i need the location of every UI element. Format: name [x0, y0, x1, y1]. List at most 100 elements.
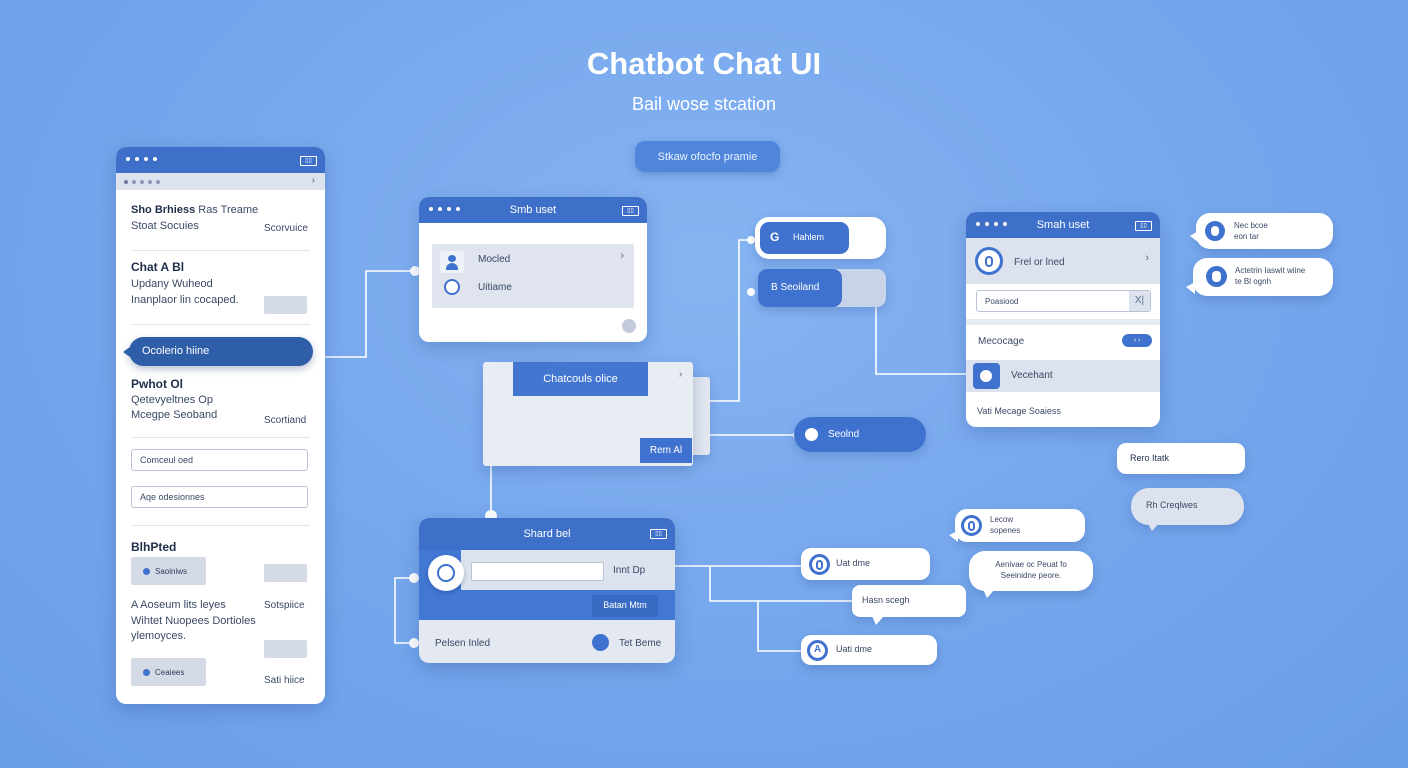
center-mid-button[interactable]: Rem Al [640, 438, 692, 463]
row1-sub: Stoat Socuies [131, 220, 199, 232]
section4-line1-right: Sotspiice [264, 600, 305, 611]
center-top-item2[interactable]: Uitiame [478, 282, 512, 293]
page-subtitle: Bail wose stcation [631, 94, 777, 114]
left-panel-titlebar: ▯▯ [116, 147, 325, 173]
window-control-icon[interactable]: ▯▯ [650, 529, 667, 539]
chevron-right-icon[interactable]: › [311, 175, 315, 186]
user-icon [975, 247, 1003, 275]
left-field-1[interactable]: Comceul oed [131, 449, 308, 471]
center-mid-card: Chatcouls olice › Rem Al [483, 362, 693, 466]
circle-icon [444, 279, 460, 295]
bottom-bubble-3[interactable]: A Uati dme [801, 635, 937, 665]
right-row-4-icon [973, 363, 1000, 389]
circle-icon [143, 567, 150, 575]
bottom-bubble-4-line1: Lecow [990, 515, 1014, 524]
center-top-window: Smb uset ▯▯ Mocled › Uitiame [419, 197, 647, 342]
right-input[interactable]: Poasiood [976, 290, 1151, 312]
center-bottom-title: Shard bel [523, 528, 571, 540]
circle-icon [143, 668, 150, 676]
center-mid-bar[interactable]: Chatcouls olice [513, 362, 648, 396]
section4-button-2-label: Ceaiees [155, 667, 185, 677]
right-window-titlebar: Smah uset ▯▯ [966, 212, 1160, 238]
section2-button[interactable] [264, 296, 307, 314]
center-top-titlebar: Smb uset ▯▯ [419, 197, 647, 223]
right-bubble-2-line1: Actetrin Iaswit wiine [1235, 266, 1306, 275]
section4-line2: Wihtet Nuopees Dortioles [131, 615, 256, 627]
bottom-bubble-5-line1: Aenivae oc Peuat fo [995, 560, 1067, 569]
user-icon [1205, 221, 1225, 241]
center-bottom-window: Shard bel ▯▯ Innt Dp Batan Mtm Pelsen In… [419, 518, 675, 663]
section4-button-2[interactable]: Ceaiees [131, 658, 206, 686]
user-icon [961, 515, 982, 536]
status-dot-icon [592, 634, 609, 651]
message-input[interactable] [471, 562, 604, 581]
mid-bubble-2-inner: B Seoiland [758, 269, 842, 307]
section4-side-button-2[interactable] [264, 640, 307, 658]
left-callout[interactable]: Ocolerio hiine [123, 337, 313, 366]
chevron-right-icon[interactable]: › [679, 369, 683, 380]
right-toggle[interactable]: › › [1122, 334, 1152, 347]
left-panel: ▯▯ › Sho Brhiess Ras Treame Stoat Socuie… [116, 147, 325, 704]
left-panel-toolbar: › [116, 173, 325, 190]
right-row-4[interactable]: Vecehant [966, 360, 1160, 392]
radio-icon[interactable] [428, 555, 464, 591]
window-control-icon[interactable]: ▯▯ [300, 156, 317, 166]
right-input-value: Poasiood [985, 296, 1019, 306]
right-bubble-1[interactable]: Nec bcoe eon tar [1190, 213, 1333, 249]
right-bubble-3-label: Rero Itatk [1130, 453, 1170, 463]
right-bubble-2[interactable]: Actetrin Iaswit wiine te Bl ognh [1186, 258, 1333, 296]
mid-bubble-1-label: Hahlem [793, 232, 825, 242]
section3-right: Scortiand [264, 415, 307, 426]
mid-bubble-1[interactable]: G Hahlem [755, 217, 886, 259]
right-row-5-label: Vati Mecage Soaiess [977, 406, 1061, 416]
center-bottom-titlebar: Shard bel ▯▯ [419, 518, 675, 550]
user-icon [809, 554, 830, 575]
left-field-2[interactable]: Aqe odesionnes [131, 486, 308, 508]
window-control-icon[interactable]: ▯▯ [622, 206, 639, 216]
window-control-icon[interactable]: ▯▯ [1135, 221, 1152, 231]
message-input-label: Innt Dp [613, 565, 646, 576]
section4-side-button[interactable] [264, 564, 307, 582]
window-dots [126, 157, 157, 161]
footer-right: Sati hiice [264, 675, 305, 686]
right-window-title: Smah uset [1036, 219, 1090, 231]
bottom-bubble-5[interactable]: Aenivae oc Peuat fo Seeinidne peore. [969, 551, 1093, 598]
send-icon[interactable] [622, 319, 636, 333]
mid-bubble-3[interactable]: Seolnd [794, 417, 926, 452]
bottom-bubble-1[interactable]: Uat dme [801, 548, 930, 580]
right-window: Smah uset ▯▯ Frel or lned › Poasiood X| … [966, 212, 1160, 427]
right-bubble-4[interactable]: Rh Creqlwes [1131, 488, 1244, 531]
bottom-bubble-4-line2: sopenes [990, 526, 1021, 535]
center-bottom-footer-left: Pelsen Inled [435, 638, 491, 649]
right-bubble-3[interactable]: Rero Itatk [1117, 443, 1245, 474]
chevron-right-icon[interactable]: › [620, 250, 624, 262]
right-bubble-4-label: Rh Creqlwes [1146, 500, 1198, 510]
section3-line1: Qetevyeltnes Op [131, 394, 213, 406]
section2-title: Chat A Bl [131, 260, 185, 274]
section3-title: Pwhot Ol [131, 377, 183, 391]
row1-right: Scorvuice [264, 223, 308, 234]
user-icon [440, 251, 464, 273]
mid-bubble-2[interactable]: B Seoiland [758, 269, 886, 307]
center-bottom-compose: Innt Dp Batan Mtm [419, 550, 675, 620]
user-icon [807, 640, 828, 661]
center-top-item1[interactable]: Mocled [478, 254, 511, 265]
header-pill-button[interactable]: Stkaw ofocfo pramie [635, 141, 780, 172]
clear-icon[interactable]: X| [1129, 291, 1150, 311]
right-bubble-1-line2: eon tar [1234, 232, 1259, 241]
chevron-right-icon[interactable]: › [1145, 252, 1149, 264]
right-row-1-label: Frel or lned [1014, 257, 1065, 268]
right-row-1[interactable]: Frel or lned › [966, 238, 1160, 284]
section4-button-1-label: Saoiniws [155, 566, 188, 576]
right-row-3-label: Mecocage [978, 336, 1025, 347]
bottom-bubble-2[interactable]: Hasn scegh [852, 585, 966, 625]
bottom-bubble-4[interactable]: Lecow sopenes [949, 509, 1085, 542]
section4-line3: ylemoyces. [131, 630, 187, 642]
section3-line2: Mcegpe Seoband [131, 409, 218, 421]
refresh-icon: G [770, 230, 780, 244]
right-bubble-1-line1: Nec bcoe [1234, 221, 1268, 230]
send-button[interactable]: Batan Mtm [592, 595, 658, 617]
row1-label-b: Ras Treame [198, 204, 259, 216]
section4-button-1[interactable]: Saoiniws [131, 557, 206, 585]
center-mid-button-label: Rem Al [649, 445, 683, 456]
